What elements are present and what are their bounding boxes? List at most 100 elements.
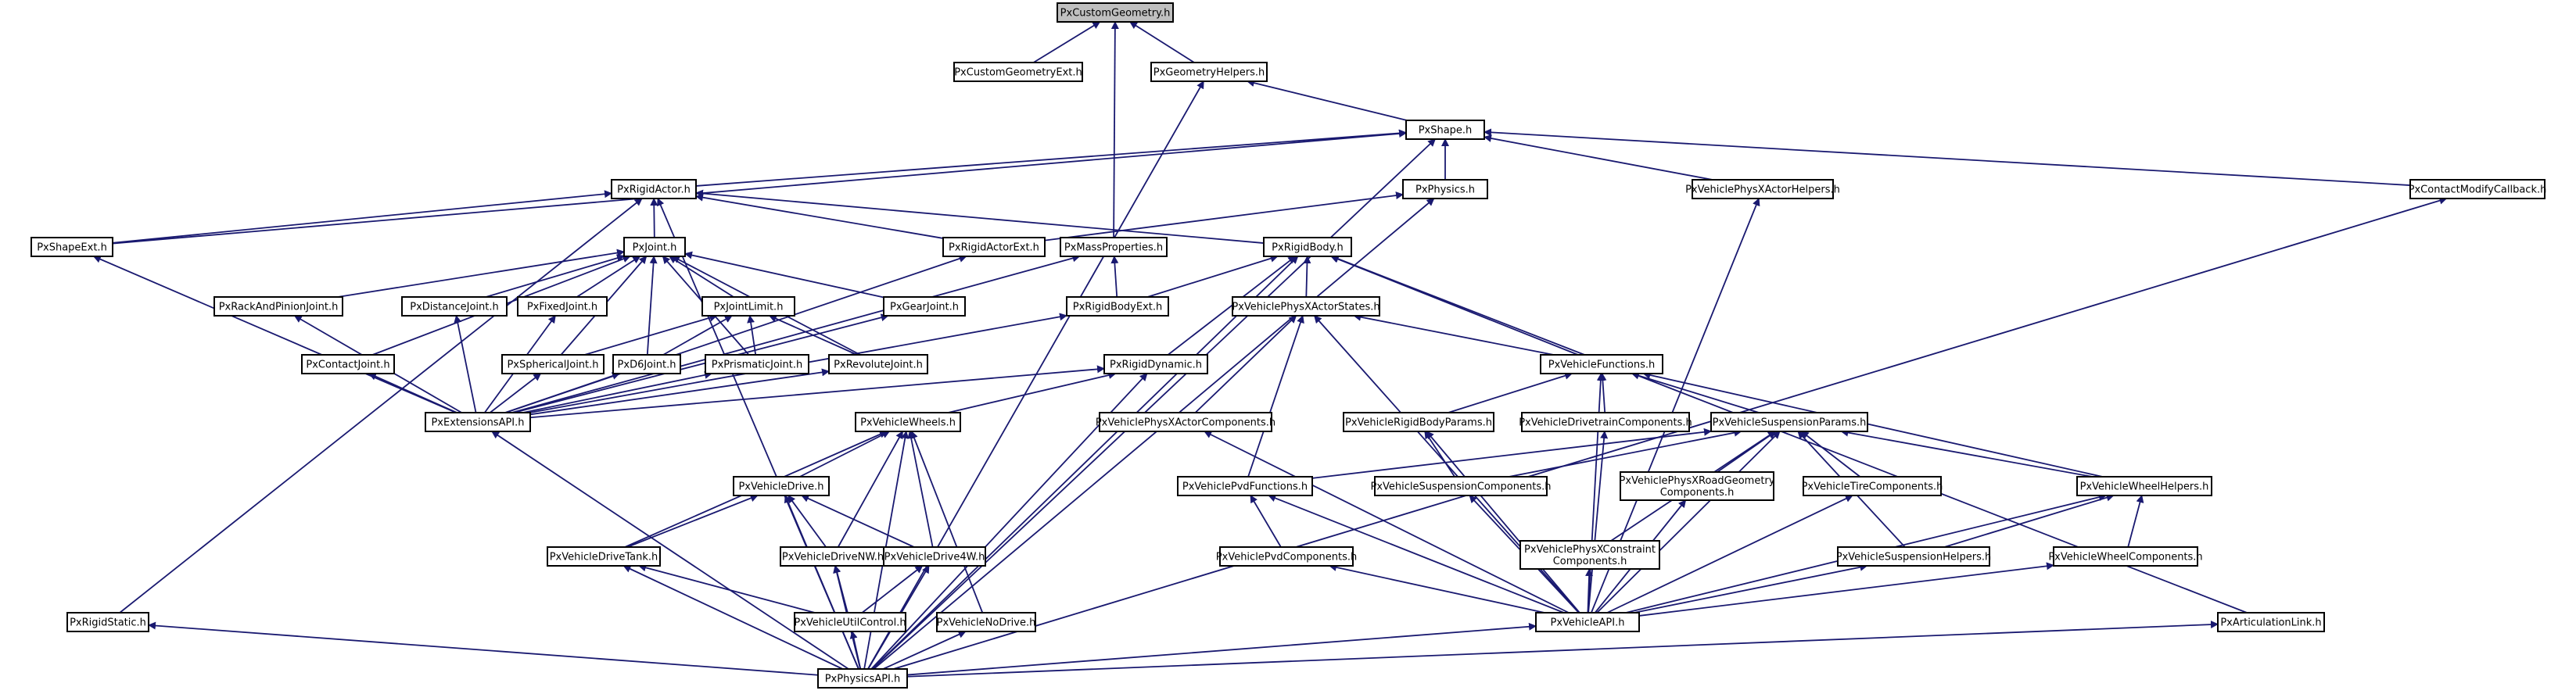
node-px-vehicle-functions[interactable]: PxVehicleFunctions.h xyxy=(1540,354,1663,374)
node-px-rack-and-pinion-joint[interactable]: PxRackAndPinionJoint.h xyxy=(213,296,343,317)
node-label: PxVehicleSuspensionParams.h xyxy=(1713,417,1867,429)
node-box xyxy=(66,612,149,632)
edge-px-vehicle-api-to-px-vehicle-suspension-helpers xyxy=(1634,563,1868,614)
node-px-rigid-static[interactable]: PxRigidStatic.h xyxy=(66,612,149,632)
node-px-custom-geometry[interactable]: PxCustomGeometry.h xyxy=(1057,2,1174,23)
node-box xyxy=(936,612,1036,632)
edge-px-vehicle-drive-to-px-vehicle-wheels xyxy=(799,431,891,478)
edge-px-physics-api-to-px-physics xyxy=(873,198,1435,670)
node-px-custom-geometry-ext[interactable]: PxCustomGeometryExt.h xyxy=(953,62,1083,82)
node-box xyxy=(705,354,809,374)
node-box xyxy=(1405,120,1485,140)
edge-px-vehicle-no-drive-to-px-vehicle-wheels xyxy=(910,431,984,614)
edge-px-joint-limit-to-px-joint xyxy=(669,256,734,298)
node-px-vehicle-wheel-helpers[interactable]: PxVehicleWheelHelpers.h xyxy=(2076,476,2212,496)
node-px-shape-ext[interactable]: PxShapeExt.h xyxy=(30,237,113,257)
node-px-articulation-link[interactable]: PxArticulationLink.h xyxy=(2217,612,2325,632)
node-box xyxy=(1620,471,1774,501)
edge-px-vehicle-suspension-components-to-px-vehicle-rigid-body-params xyxy=(1424,431,1455,478)
node-px-contact-joint[interactable]: PxContactJoint.h xyxy=(301,354,395,374)
node-label: PxRigidBodyExt.h xyxy=(1073,302,1163,313)
node-px-joint[interactable]: PxJoint.h xyxy=(623,237,686,257)
node-px-joint-limit[interactable]: PxJointLimit.h xyxy=(701,296,795,317)
node-box xyxy=(1150,62,1268,82)
node-label: PxVehicleDriveTank.h xyxy=(550,552,658,563)
node-px-vehicle-suspension-params[interactable]: PxVehicleSuspensionParams.h xyxy=(1710,412,1868,432)
edge-px-vehicle-drivetrain-components-to-px-vehicle-functions xyxy=(1598,373,1607,413)
node-px-rigid-actor[interactable]: PxRigidActor.h xyxy=(611,179,697,199)
node-px-shape[interactable]: PxShape.h xyxy=(1405,120,1485,140)
node-px-vehicle-api[interactable]: PxVehicleAPI.h xyxy=(1535,612,1640,632)
edge-px-physics-api-to-px-vehicle-no-drive xyxy=(882,631,967,670)
node-px-vehicle-phys-xactor-states[interactable]: PxVehiclePhysXActorStates.h xyxy=(1232,296,1380,317)
edge-px-rack-and-pinion-joint-to-px-joint xyxy=(337,249,625,298)
node-px-fixed-joint[interactable]: PxFixedJoint.h xyxy=(517,296,608,317)
node-box xyxy=(2076,476,2212,496)
node-px-physics-api[interactable]: PxPhysicsAPI.h xyxy=(817,668,908,689)
node-px-vehicle-suspension-components[interactable]: PxVehicleSuspensionComponents.h xyxy=(1371,476,1552,496)
node-label: PxJoint.h xyxy=(633,242,677,254)
node-box xyxy=(1710,412,1868,432)
node-label: PxVehicleNoDrive.h xyxy=(937,617,1036,629)
edge-px-vehicle-wheel-components-to-px-vehicle-wheel-helpers xyxy=(2127,495,2144,548)
node-box xyxy=(828,354,928,374)
node-box xyxy=(1057,2,1174,23)
node-px-vehicle-wheels[interactable]: PxVehicleWheels.h xyxy=(855,412,961,432)
node-px-spherical-joint[interactable]: PxSphericalJoint.h xyxy=(501,354,605,374)
node-px-rigid-actor-ext[interactable]: PxRigidActorExt.h xyxy=(942,237,1046,257)
node-px-vehicle-phys-xactor-components[interactable]: PxVehiclePhysXActorComponents.h xyxy=(1096,412,1275,432)
node-px-vehicle-drive-tank[interactable]: PxVehicleDriveTank.h xyxy=(547,546,661,567)
node-px-prismatic-joint[interactable]: PxPrismaticJoint.h xyxy=(705,354,809,374)
edge-px-vehicle-drive-nw-to-px-vehicle-drive xyxy=(788,495,827,548)
node-px-vehicle-pvd-components[interactable]: PxVehiclePvdComponents.h xyxy=(1216,546,1357,567)
node-label: PxVehicleSuspensionHelpers.h xyxy=(1836,552,1991,563)
node-box xyxy=(1535,612,1640,632)
node-px-vehicle-rigid-body-params[interactable]: PxVehicleRigidBodyParams.h xyxy=(1343,412,1494,432)
node-px-vehicle-pvd-functions[interactable]: PxVehiclePvdFunctions.h xyxy=(1177,476,1313,496)
node-px-d6-joint[interactable]: PxD6Joint.h xyxy=(612,354,681,374)
edge-px-rigid-actor-to-px-shape xyxy=(695,129,1407,187)
node-px-contact-modify-callback[interactable]: PxContactModifyCallback.h xyxy=(2409,179,2547,199)
node-px-physics[interactable]: PxPhysics.h xyxy=(1402,179,1488,199)
node-label: PxPrismaticJoint.h xyxy=(712,360,802,371)
node-px-rigid-body[interactable]: PxRigidBody.h xyxy=(1263,237,1352,257)
edge-px-joint-to-px-rigid-actor xyxy=(650,198,658,238)
node-px-rigid-body-ext[interactable]: PxRigidBodyExt.h xyxy=(1066,296,1169,317)
node-label: PxVehicleDrive.h xyxy=(738,481,823,493)
node-px-gear-joint[interactable]: PxGearJoint.h xyxy=(883,296,966,317)
edge-px-extensions-api-to-px-rigid-dynamic xyxy=(529,365,1105,419)
node-px-vehicle-drive4-w[interactable]: PxVehicleDrive4W.h xyxy=(883,546,986,567)
node-box xyxy=(1521,412,1690,432)
node-px-geometry-helpers[interactable]: PxGeometryHelpers.h xyxy=(1150,62,1268,82)
node-px-vehicle-suspension-helpers[interactable]: PxVehicleSuspensionHelpers.h xyxy=(1836,546,1991,567)
node-px-vehicle-util-control[interactable]: PxVehicleUtilControl.h xyxy=(794,612,906,632)
node-px-rigid-dynamic[interactable]: PxRigidDynamic.h xyxy=(1103,354,1208,374)
node-px-vehicle-drive[interactable]: PxVehicleDrive.h xyxy=(733,476,830,496)
node-px-revolute-joint[interactable]: PxRevoluteJoint.h xyxy=(828,354,928,374)
node-px-vehicle-tire-components[interactable]: PxVehicleTireComponents.h xyxy=(1802,476,1943,496)
edge-px-vehicle-drive4-w-to-px-vehicle-wheels xyxy=(907,431,934,548)
node-box xyxy=(817,668,908,689)
node-label: PxVehicleSuspensionComponents.h xyxy=(1371,481,1552,493)
edge-px-vehicle-util-control-to-px-vehicle-drive4-w xyxy=(861,565,924,614)
edge-px-rigid-actor-ext-to-px-physics xyxy=(1044,191,1404,241)
node-label: PxJointLimit.h xyxy=(714,302,784,313)
node-px-vehicle-wheel-components[interactable]: PxVehicleWheelComponents.h xyxy=(2048,546,2203,567)
node-box xyxy=(1060,237,1168,257)
node-px-vehicle-drive-nw[interactable]: PxVehicleDriveNW.h xyxy=(780,546,886,567)
edge-px-fixed-joint-to-px-joint xyxy=(576,256,641,298)
node-px-distance-joint[interactable]: PxDistanceJoint.h xyxy=(401,296,508,317)
node-px-vehicle-phys-xactor-helpers[interactable]: PxVehiclePhysXActorHelpers.h xyxy=(1685,179,1840,199)
node-label: PxRigidActorExt.h xyxy=(949,242,1039,254)
node-px-vehicle-drivetrain-components[interactable]: PxVehicleDrivetrainComponents.h xyxy=(1519,412,1692,432)
node-box xyxy=(425,412,531,432)
node-px-vehicle-no-drive[interactable]: PxVehicleNoDrive.h xyxy=(936,612,1036,632)
node-px-mass-properties[interactable]: PxMassProperties.h xyxy=(1060,237,1168,257)
node-label: PxArticulationLink.h xyxy=(2220,617,2321,629)
node-box xyxy=(733,476,830,496)
node-px-extensions-api[interactable]: PxExtensionsAPI.h xyxy=(425,412,531,432)
